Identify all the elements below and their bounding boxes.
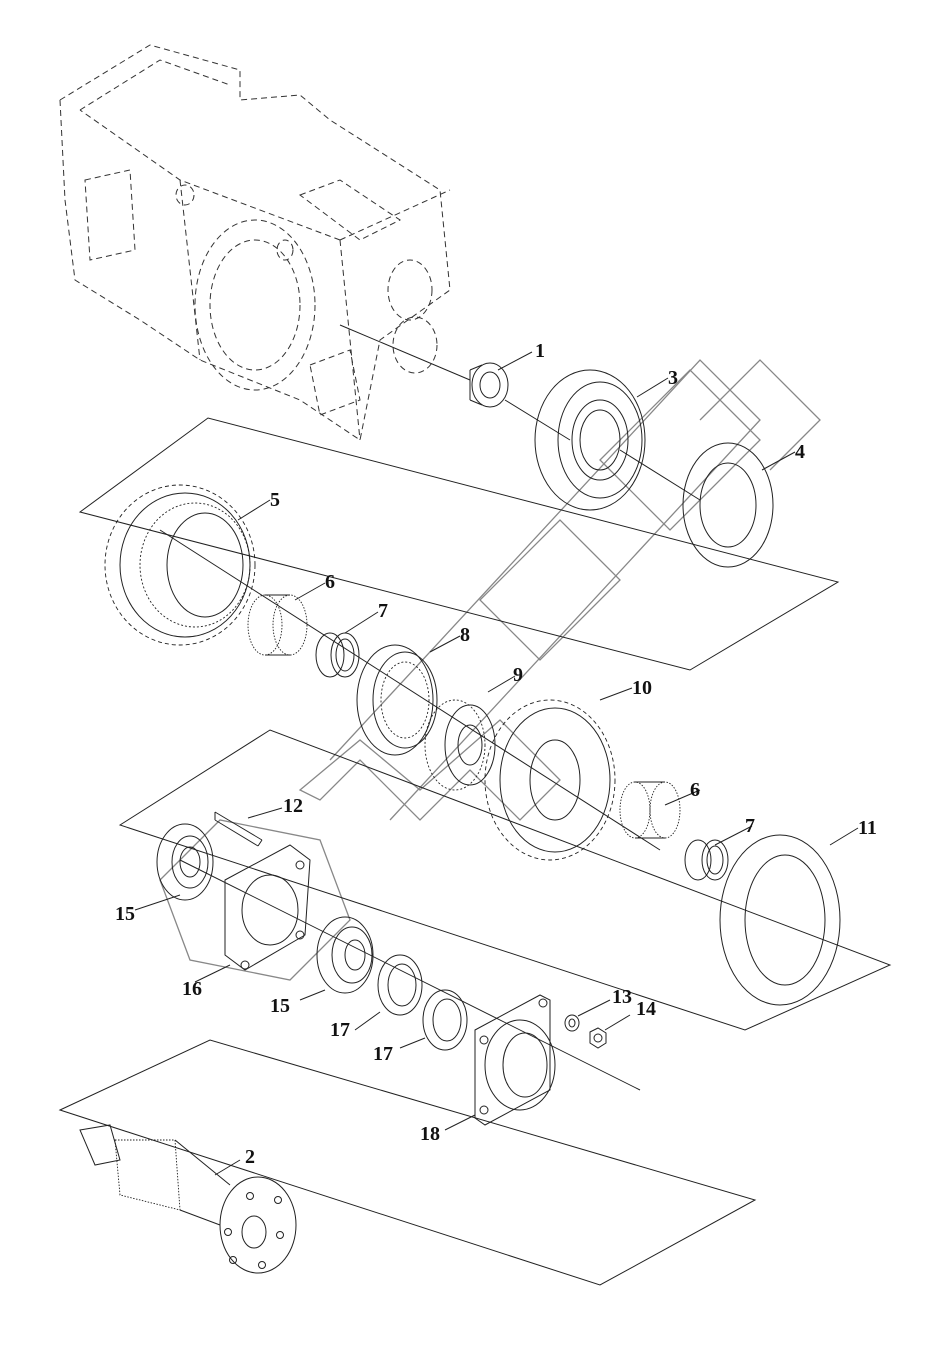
part-16-bearing-housing xyxy=(224,844,311,971)
part-13-washer xyxy=(564,1014,580,1032)
label-6: 6 xyxy=(325,571,335,593)
gearbox-housing xyxy=(59,44,451,441)
part-7-bushing xyxy=(315,632,360,678)
label-16: 16 xyxy=(182,978,202,1000)
part-1-plug xyxy=(469,362,509,408)
part-17-ring-a xyxy=(377,954,423,1016)
part-9-splined-hub xyxy=(424,699,496,791)
label-6-lower: 6 xyxy=(690,779,700,801)
label-2: 2 xyxy=(245,1146,255,1168)
label-17-b: 17 xyxy=(373,1043,393,1065)
label-13: 13 xyxy=(612,986,632,1008)
label-9: 9 xyxy=(513,664,523,686)
label-17-a: 17 xyxy=(330,1019,350,1041)
label-14: 14 xyxy=(636,998,656,1020)
frame-middle xyxy=(118,729,892,1031)
part-4-ring xyxy=(682,442,774,568)
label-7: 7 xyxy=(378,600,388,622)
label-15-left: 15 xyxy=(115,903,135,925)
label-3: 3 xyxy=(668,367,678,389)
label-4: 4 xyxy=(795,441,805,463)
part-5-gear xyxy=(104,484,256,646)
label-7-lower: 7 xyxy=(745,815,755,837)
label-1: 1 xyxy=(535,340,545,362)
label-8: 8 xyxy=(460,624,470,646)
watermark xyxy=(159,359,821,981)
frame-upper xyxy=(78,417,840,671)
label-12: 12 xyxy=(283,795,303,817)
part-3-bearing xyxy=(534,369,646,511)
part-17-ring-b xyxy=(422,989,468,1051)
frame-lower xyxy=(58,1039,757,1286)
part-6-needle-bearing xyxy=(247,594,308,656)
part-2-flanged-shaft xyxy=(79,1124,297,1274)
label-18: 18 xyxy=(420,1123,440,1145)
assembly-axes xyxy=(58,324,892,1286)
part-14-nut xyxy=(589,1027,607,1049)
part-12-stud xyxy=(214,811,263,847)
part-10-gear xyxy=(484,699,616,861)
label-5: 5 xyxy=(270,489,280,511)
part-15-bearing-left xyxy=(156,823,214,901)
label-11: 11 xyxy=(858,817,877,839)
part-labels: 1 2 3 4 5 6 7 8 9 10 6 7 11 12 15 16 15 … xyxy=(115,340,877,1168)
part-18-cover xyxy=(474,994,556,1126)
leader-lines xyxy=(134,351,859,1176)
label-10: 10 xyxy=(632,677,652,699)
part-6-needle-bearing-lower xyxy=(619,781,681,839)
part-8-coupling-sleeve xyxy=(356,644,438,756)
part-15-bearing-right xyxy=(316,916,374,994)
label-15-right: 15 xyxy=(270,995,290,1017)
part-7-bushing-lower xyxy=(684,839,729,881)
part-11-thrust-washer xyxy=(719,834,841,1006)
